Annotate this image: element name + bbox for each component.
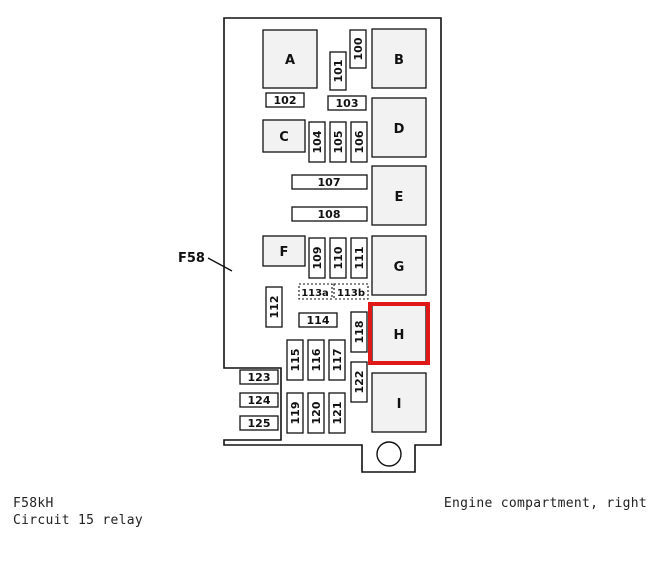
fuse-114: 114: [298, 312, 338, 328]
fuse-115: 115: [286, 339, 304, 381]
relay-e: E: [371, 165, 427, 226]
fuse-113a-label: 113a: [301, 288, 329, 299]
fuse-118: 118: [350, 311, 368, 353]
fuse-113a: 113a: [298, 283, 333, 300]
fuse-110-label: 110: [332, 246, 345, 269]
fuse-115-label: 115: [289, 349, 302, 372]
fuse-104-label: 104: [311, 130, 324, 153]
fuse-113b-label: 113b: [337, 288, 365, 299]
fuse-108-label: 108: [318, 208, 341, 221]
fuse-101-label: 101: [332, 60, 345, 83]
relay-g-label: G: [394, 260, 405, 275]
fuse-109: 109: [308, 237, 326, 279]
relay-b-label: B: [394, 53, 404, 68]
fuse-123: 123: [239, 369, 279, 385]
fuse-112: 112: [265, 286, 283, 328]
relay-e-label: E: [395, 190, 404, 205]
relay-c: C: [262, 119, 306, 153]
relay-d-label: D: [394, 122, 405, 137]
component-code: F58kH: [13, 496, 54, 511]
fuse-124-label: 124: [248, 394, 271, 407]
fuse-117-label: 117: [331, 349, 344, 372]
relay-i: I: [371, 372, 427, 433]
fuse-118-label: 118: [353, 321, 366, 344]
fuse-111: 111: [350, 237, 368, 279]
relay-a-label: A: [285, 53, 295, 68]
fuse-101: 101: [329, 51, 347, 91]
fuse-107-label: 107: [318, 176, 341, 189]
fuse-116-label: 116: [310, 348, 323, 371]
fuse-119: 119: [286, 392, 304, 434]
fusebox-leader-line: [207, 257, 233, 272]
fuse-105-label: 105: [332, 131, 345, 154]
relay-f: F: [262, 235, 306, 267]
relay-h-label: H: [394, 328, 405, 343]
fuse-109-label: 109: [311, 247, 324, 270]
fuse-100: 100: [349, 29, 367, 69]
fuse-122: 122: [350, 361, 368, 403]
fuse-114-label: 114: [307, 314, 330, 327]
fuse-106: 106: [350, 121, 368, 163]
fuse-104: 104: [308, 121, 326, 163]
fuse-123-label: 123: [248, 371, 271, 384]
fuse-111-label: 111: [353, 247, 366, 270]
relay-b: B: [371, 28, 427, 89]
fuse-122-label: 122: [353, 371, 366, 394]
connector-hole: [376, 441, 402, 467]
relay-c-label: C: [279, 130, 289, 145]
fuse-124: 124: [239, 392, 279, 408]
relay-d: D: [371, 97, 427, 158]
relay-f-label: F: [280, 245, 289, 260]
fuse-108: 108: [291, 206, 368, 222]
fuse-113b: 113b: [333, 283, 369, 300]
fuse-107: 107: [291, 174, 368, 190]
component-name: Circuit 15 relay: [13, 513, 144, 528]
fuse-116: 116: [307, 339, 325, 381]
fuse-110: 110: [329, 237, 347, 279]
fuse-103: 103: [327, 95, 367, 111]
fuse-102-label: 102: [274, 94, 297, 107]
fuse-112-label: 112: [268, 296, 281, 319]
component-location: Engine compartment, right: [443, 496, 647, 511]
fuse-125: 125: [239, 415, 279, 431]
fuse-121-label: 121: [331, 402, 344, 425]
fuse-121: 121: [328, 392, 346, 434]
fuse-117: 117: [328, 339, 346, 381]
fuse-120: 120: [307, 392, 325, 434]
fuse-100-label: 100: [352, 37, 365, 60]
fuse-106-label: 106: [353, 130, 366, 153]
fusebox-label: F58: [178, 251, 205, 266]
fuse-102: 102: [265, 92, 305, 108]
fuse-125-label: 125: [248, 417, 271, 430]
relay-g: G: [371, 235, 427, 296]
relay-i-label: I: [397, 397, 402, 412]
fuse-119-label: 119: [289, 402, 302, 425]
fuse-105: 105: [329, 121, 347, 163]
fuse-120-label: 120: [310, 401, 323, 424]
relay-h-highlight: [368, 302, 430, 365]
relay-a: A: [262, 29, 318, 89]
fuse-103-label: 103: [336, 97, 359, 110]
relay-h: H: [371, 304, 427, 363]
